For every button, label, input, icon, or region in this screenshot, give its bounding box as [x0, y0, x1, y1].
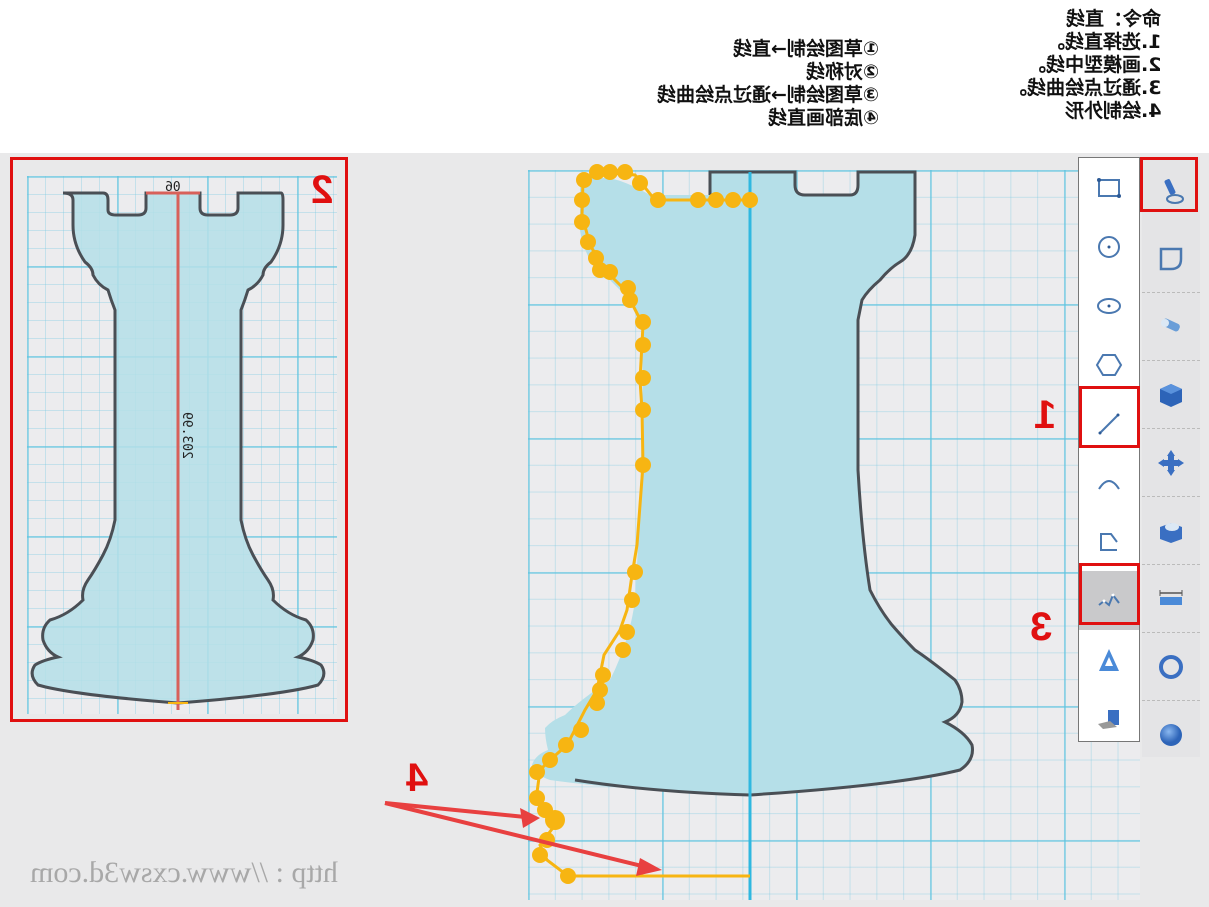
- line-tool-button[interactable]: [1079, 394, 1139, 453]
- step-note-2: ②对称线: [805, 61, 879, 83]
- line-icon: [1098, 413, 1120, 434]
- step-notes: ①草图绘制→直线 ②对称线 ③草图绘制→通过点绘曲线 ④底部画直线: [657, 38, 879, 130]
- polygon-tool-button[interactable]: [1079, 335, 1139, 394]
- basic-solids-button[interactable]: [1142, 361, 1200, 429]
- sketch-toolbar: [1078, 157, 1140, 742]
- line-tool-highlight: [1079, 386, 1140, 448]
- step-note-4: ④底部画直线: [767, 107, 879, 129]
- spline-icon: [1098, 592, 1120, 607]
- command-step-4: 4.绘制外形: [1064, 100, 1161, 122]
- cube-icon: [1160, 383, 1182, 407]
- measure-button[interactable]: [1142, 565, 1200, 633]
- curve-tool-highlight: [1079, 563, 1140, 625]
- ellipse-tool-button[interactable]: [1079, 276, 1139, 335]
- move-arrows-icon: [1158, 449, 1184, 476]
- circle-tool-button[interactable]: [1079, 217, 1139, 276]
- polyline-icon: [1100, 532, 1118, 551]
- pen-sketch-icon: [1164, 179, 1184, 204]
- sphere-button[interactable]: [1142, 701, 1200, 769]
- command-step-2: 2.画模型中线。: [1026, 54, 1161, 76]
- hexagon-icon: [1095, 353, 1123, 376]
- measure-icon: [1159, 589, 1183, 605]
- sketch-canvas[interactable]: [528, 170, 1140, 900]
- project-tool-button[interactable]: [1079, 689, 1139, 748]
- combine-cubes-icon: [1160, 522, 1182, 543]
- sphere-icon: [1160, 724, 1182, 746]
- marker-1: 1: [1034, 393, 1057, 437]
- ring-icon: [1159, 654, 1183, 679]
- rectangle-icon: [1097, 177, 1121, 198]
- main-toolbar: [1142, 157, 1200, 757]
- ellipse-icon: [1097, 297, 1121, 314]
- command-title: 命令：直线: [1065, 8, 1161, 30]
- project-icon: [1098, 709, 1119, 729]
- watermark: http : //www.cxsw3d.com: [30, 856, 339, 889]
- command-step-1: 1.选择直线。: [1045, 31, 1161, 53]
- rounded-square-icon: [1159, 247, 1183, 270]
- combine-edit-button[interactable]: [1142, 497, 1200, 565]
- preview-rook-outline: [30, 191, 326, 710]
- height-dimension-label: 203.99: [178, 412, 194, 459]
- command-step-3: 3.通过点绘曲线。: [1007, 77, 1161, 99]
- sketch-edit-button[interactable]: [1142, 225, 1200, 293]
- arc-icon: [1098, 479, 1120, 490]
- marker-3: 3: [1030, 605, 1053, 649]
- arc-tool-button[interactable]: [1079, 453, 1139, 512]
- ring-button[interactable]: [1142, 633, 1200, 701]
- curve-through-points-tool-button[interactable]: [1079, 571, 1139, 630]
- marker-4: 4: [406, 756, 429, 800]
- special-functions-button[interactable]: [1142, 293, 1200, 361]
- marker-2: 2: [311, 168, 334, 212]
- text-a-icon: [1099, 648, 1119, 671]
- circle-icon: [1098, 235, 1120, 258]
- sketch-draw-highlight: [1140, 157, 1198, 212]
- preview-panel: 06 203.99 2: [10, 157, 348, 722]
- step-note-3: ③草图绘制→通过点绘曲线: [656, 84, 879, 106]
- top-dimension-label: 06: [165, 180, 181, 195]
- transform-button[interactable]: [1142, 429, 1200, 497]
- sketch-draw-button[interactable]: [1142, 157, 1200, 225]
- command-notes: 命令：直线 1.选择直线。 2.画模型中线。 3.通过点绘曲线。 4.绘制外形: [1008, 8, 1161, 123]
- text-tool-button[interactable]: [1079, 630, 1139, 689]
- step-note-1: ①草图绘制→直线: [732, 38, 879, 60]
- polyline-tool-button[interactable]: [1079, 512, 1139, 571]
- rectangle-tool-button[interactable]: [1079, 158, 1139, 217]
- tube-icon: [1161, 318, 1180, 331]
